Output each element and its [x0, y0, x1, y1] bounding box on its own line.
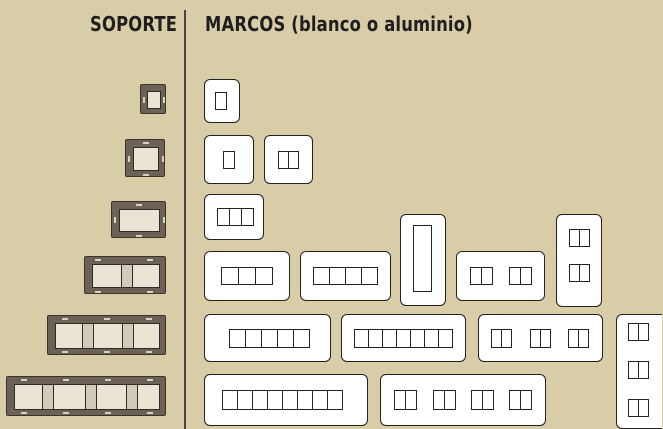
support-2-module: [125, 139, 165, 177]
frame-3x2-vertical: [616, 314, 662, 429]
frame-3-module-wide: [204, 251, 290, 301]
frame-1-module: [204, 79, 240, 123]
frame-4-module: [300, 251, 391, 301]
frame-2x2-module: [456, 251, 545, 301]
frame-4x2-module: [380, 374, 546, 426]
frame-vertical-long: [400, 214, 446, 306]
frame-8-module: [204, 374, 368, 426]
frame-7-module: [341, 314, 466, 362]
support-4-module: [84, 256, 166, 294]
frame-2-module: [264, 135, 313, 184]
soporte-header: SOPORTE: [90, 12, 178, 36]
support-5-module: [47, 315, 166, 355]
column-divider: [184, 10, 186, 429]
frame-2x1-vertical: [556, 214, 602, 307]
support-1-module: [140, 84, 166, 114]
marcos-header: MARCOS (blanco o aluminio): [205, 12, 473, 36]
frame-3x2-module: [478, 314, 603, 362]
frame-5-module: [204, 314, 331, 362]
support-3-module: [111, 201, 166, 238]
frame-3-module: [204, 194, 264, 240]
frame-1-module: [204, 135, 254, 184]
support-7-module: [6, 376, 166, 416]
